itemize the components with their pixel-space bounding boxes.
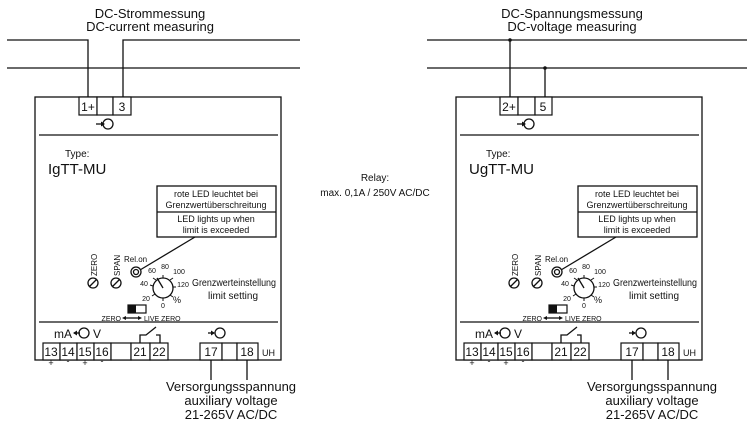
limit-label-en: limit setting <box>629 291 679 302</box>
rel-on-label: Rel.on <box>545 255 568 264</box>
switch-zero-label: ZERO <box>102 316 122 323</box>
scale-label: 0 <box>582 303 586 310</box>
supply-range: 21-265V AC/DC <box>185 407 278 422</box>
terminal-18: 18 <box>240 345 254 359</box>
zero-label: ZERO <box>511 254 520 276</box>
percent-label: % <box>594 295 602 305</box>
current-wire-minus <box>122 39 300 97</box>
sign: - <box>67 356 70 366</box>
sign: - <box>488 356 491 366</box>
current-module: DC-Strommessung DC-current measuring 1+ … <box>7 6 300 361</box>
supply-range: 21-265V AC/DC <box>606 407 699 422</box>
output-ma-label: mA <box>54 327 72 341</box>
scale-label: 120 <box>598 282 610 289</box>
scale-label: 100 <box>173 269 185 276</box>
type-value: UgTT-MU <box>469 161 534 178</box>
type-value: IgTT-MU <box>48 161 106 178</box>
relay-rating: max. 0,1A / 250V AC/DC <box>320 188 430 199</box>
span-label: SPAN <box>113 255 122 276</box>
type-label: Type: <box>486 149 510 160</box>
scale-label: 80 <box>161 264 169 271</box>
rel-on-label: Rel.on <box>124 255 147 264</box>
terminal-1: 1+ <box>81 100 95 114</box>
led-note-en: LED lights up when <box>177 214 255 224</box>
scale-label: 20 <box>563 296 571 303</box>
led-note-de: rote LED leuchtet bei <box>174 189 258 199</box>
scale-label: 120 <box>177 282 189 289</box>
switch-zero-label: ZERO <box>523 316 543 323</box>
terminal-13: 13 <box>465 345 479 359</box>
terminal-17: 17 <box>625 345 639 359</box>
terminal-16: 16 <box>516 345 530 359</box>
terminal-21: 21 <box>554 345 568 359</box>
scale-label: 100 <box>594 269 606 276</box>
output-ma-label: mA <box>475 327 493 341</box>
supply-label-de: Versorgungsspannung <box>166 379 296 394</box>
led-note-en: limit is exceeded <box>183 225 250 235</box>
terminal-22: 22 <box>152 345 166 359</box>
scale-label: 80 <box>582 264 590 271</box>
scale-label: 40 <box>561 281 569 288</box>
sign: + <box>503 358 508 368</box>
span-label: SPAN <box>534 255 543 276</box>
supply-right: Versorgungsspannung auxiliary voltage 21… <box>587 360 717 422</box>
led-note-en: limit is exceeded <box>604 225 671 235</box>
scale-label: 60 <box>148 268 156 275</box>
sign: - <box>522 356 525 366</box>
current-wire-plus <box>7 39 89 97</box>
zero-label: ZERO <box>90 254 99 276</box>
limit-label-de: Grenzwerteinstellung <box>192 278 276 289</box>
current-heading-de: DC-Strommessung <box>95 6 206 21</box>
led-note-en: LED lights up when <box>598 214 676 224</box>
module-labels-right: rote LED leuchtet bei Grenzwertüberschre… <box>465 189 697 368</box>
terminal-14: 14 <box>61 345 75 359</box>
supply-label-en: auxiliary voltage <box>184 393 277 408</box>
sign: + <box>469 358 474 368</box>
led-note-de: Grenzwertüberschreitung <box>586 200 687 210</box>
terminal-18: 18 <box>661 345 675 359</box>
current-heading-en: DC-current measuring <box>86 19 214 34</box>
supply-label-en: auxiliary voltage <box>605 393 698 408</box>
limit-label-de: Grenzwerteinstellung <box>613 278 697 289</box>
scale-label: 20 <box>142 296 150 303</box>
sign: + <box>82 358 87 368</box>
led-note-de: rote LED leuchtet bei <box>595 189 679 199</box>
switch-live-zero-label: LIVE ZERO <box>565 316 602 323</box>
limit-label-en: limit setting <box>208 291 258 302</box>
terminal-17: 17 <box>204 345 218 359</box>
supply-left: Versorgungsspannung auxiliary voltage 21… <box>166 360 296 422</box>
voltage-heading-de: DC-Spannungsmessung <box>501 6 643 21</box>
terminal-15: 15 <box>499 345 513 359</box>
module-labels-left: rote LED leuchtet bei Grenzwertüberschre… <box>44 189 276 368</box>
output-v-label: V <box>514 327 522 341</box>
switch-live-zero-label: LIVE ZERO <box>144 316 181 323</box>
terminal-15: 15 <box>78 345 92 359</box>
voltage-module: DC-Spannungsmessung DC-voltage measuring… <box>427 6 747 361</box>
terminal-13: 13 <box>44 345 58 359</box>
terminal-3: 3 <box>119 100 126 114</box>
scale-label: 0 <box>161 303 165 310</box>
type-label: Type: <box>65 149 89 160</box>
led-note-de: Grenzwertüberschreitung <box>165 200 266 210</box>
scale-label: 40 <box>140 281 148 288</box>
uh-label: UH <box>262 348 275 358</box>
supply-label-de: Versorgungsspannung <box>587 379 717 394</box>
percent-label: % <box>173 295 181 305</box>
terminal-14: 14 <box>482 345 496 359</box>
terminal-16: 16 <box>95 345 109 359</box>
relay-title: Relay: <box>361 173 389 184</box>
sign: - <box>101 356 104 366</box>
terminal-5: 5 <box>540 100 547 114</box>
terminal-21: 21 <box>133 345 147 359</box>
terminal-2: 2+ <box>502 100 516 114</box>
scale-label: 60 <box>569 268 577 275</box>
voltage-heading-en: DC-voltage measuring <box>507 19 636 34</box>
sign: + <box>48 358 53 368</box>
output-v-label: V <box>93 327 101 341</box>
uh-label: UH <box>683 348 696 358</box>
terminal-22: 22 <box>573 345 587 359</box>
